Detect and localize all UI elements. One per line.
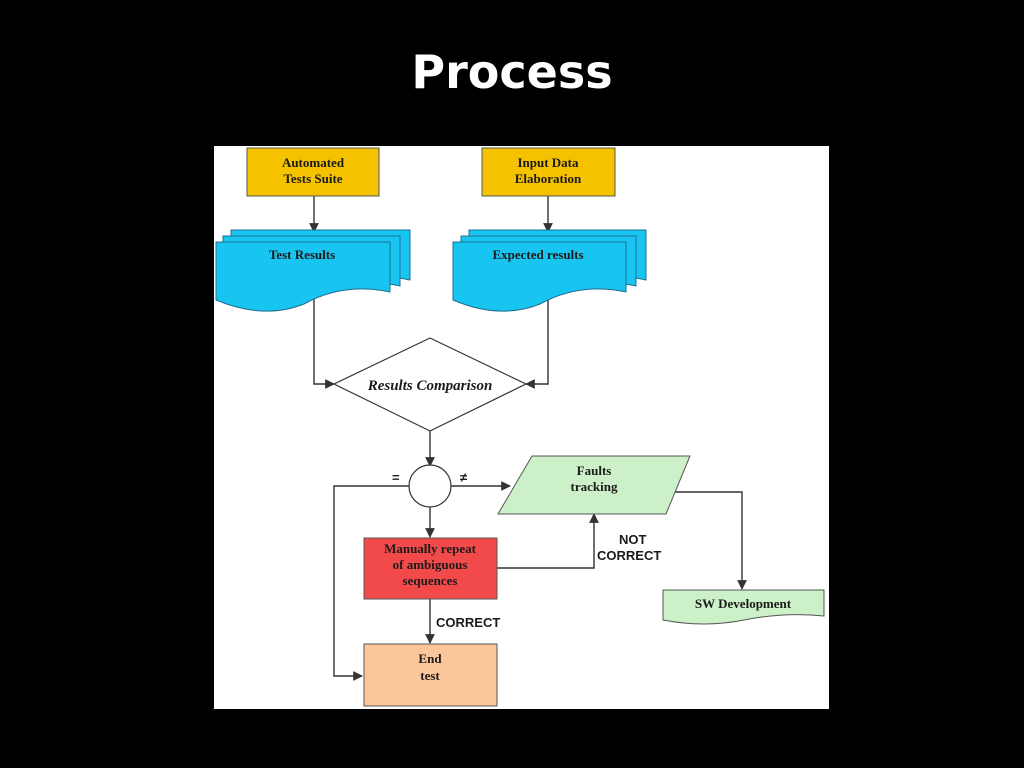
node-test-results: Test Results: [215, 229, 411, 312]
flowchart-panel: = ≠ NOT CORRECT CORRECT Automated Tests …: [214, 146, 829, 709]
results-comparison-label: Results Comparison: [367, 378, 493, 394]
edge-faults-to-swdev: [666, 491, 747, 590]
end-test-label-2: test: [420, 668, 440, 683]
sw-development-label: SW Development: [695, 596, 792, 611]
end-test-label-1: End: [418, 651, 442, 666]
edges: [309, 196, 747, 681]
expected-results-doc-front: [452, 241, 627, 312]
test-results-label: Test Results: [269, 247, 335, 262]
manually-repeat-box: [363, 537, 498, 600]
input-data-label-1: Input Data: [517, 155, 579, 170]
node-end-test: End test: [363, 643, 498, 707]
decision-junction-circle: [408, 464, 452, 508]
node-manually-repeat: Manually repeat of ambiguous sequences: [363, 537, 498, 600]
manually-repeat-label-1: Manually repeat: [384, 541, 477, 556]
edge-expected-to-comparison: [525, 296, 549, 389]
edge-testresults-to-comparison: [313, 296, 335, 389]
edge-junction-equal-to-end: [333, 485, 410, 681]
manually-repeat-label-2: of ambiguous: [393, 557, 468, 572]
edge-label-not-equal: ≠: [460, 470, 467, 485]
node-sw-development: SW Development: [662, 589, 825, 625]
automated-tests-label-1: Automated: [282, 155, 345, 170]
node-faults-tracking: Faults tracking: [497, 455, 691, 515]
edge-label-not-correct-1: NOT: [619, 532, 647, 547]
manually-repeat-label-3: sequences: [403, 573, 458, 588]
faults-tracking-label-1: Faults: [577, 463, 612, 478]
slide-title: Process: [411, 45, 613, 99]
edge-label-equal: =: [392, 470, 400, 485]
faults-tracking-label-2: tracking: [571, 479, 618, 494]
edge-label-not-correct-2: CORRECT: [597, 548, 661, 563]
node-results-comparison: Results Comparison: [332, 337, 528, 432]
flowchart: = ≠ NOT CORRECT CORRECT Automated Tests …: [215, 147, 825, 707]
input-data-label-2: Elaboration: [515, 171, 582, 186]
input-data-box: [481, 147, 616, 197]
test-results-doc-front: [215, 241, 391, 312]
edge-manual-to-faults: [497, 513, 599, 569]
edge-label-correct: CORRECT: [436, 615, 500, 630]
node-automated-tests-suite: Automated Tests Suite: [246, 147, 380, 197]
sw-development-doc: [662, 589, 825, 625]
results-comparison-diamond: [332, 337, 528, 432]
node-expected-results: Expected results: [452, 229, 647, 312]
node-input-data-elaboration: Input Data Elaboration: [481, 147, 616, 197]
expected-results-label: Expected results: [492, 247, 583, 262]
automated-tests-label-2: Tests Suite: [283, 171, 342, 186]
faults-tracking-parallelogram: [497, 455, 691, 515]
automated-tests-box: [246, 147, 380, 197]
end-test-box: [363, 643, 498, 707]
